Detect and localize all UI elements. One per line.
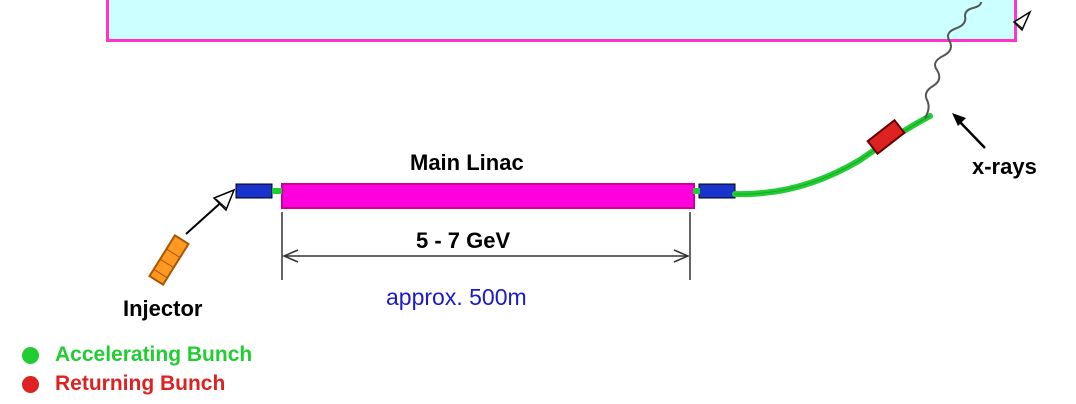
injector-label: Injector	[123, 296, 203, 321]
dimension-arrow-right	[673, 249, 690, 263]
legend-item-accelerating: Accelerating Bunch	[22, 343, 252, 367]
xray-wave	[924, 1, 982, 119]
legend-label-returning: Returning Bunch	[55, 372, 226, 395]
green-dot-icon	[22, 346, 39, 364]
xray-pointer-head	[952, 113, 966, 126]
injector-arrowhead	[212, 188, 236, 212]
distance-label: approx. 500m	[386, 284, 527, 310]
transport-beamline-outline	[734, 115, 931, 195]
left-cavity	[235, 183, 273, 199]
xrays-label: x-rays	[972, 154, 1037, 179]
top-box	[106, 0, 1017, 42]
injector-arrowhead-mark	[215, 198, 227, 209]
left-cavity-link	[272, 188, 282, 194]
main-linac-label: Main Linac	[410, 150, 524, 175]
dimension-arrow-left	[282, 249, 299, 263]
xray-arrowhead	[1012, 10, 1032, 32]
undulator	[866, 118, 906, 156]
legend-item-returning: Returning Bunch	[22, 372, 225, 396]
right-cavity	[698, 183, 736, 199]
main-linac-bar	[281, 183, 695, 209]
legend-label-accelerating: Accelerating Bunch	[55, 343, 253, 366]
injector	[148, 234, 190, 286]
red-dot-icon	[22, 375, 39, 393]
xray-pointer-line	[957, 119, 986, 149]
energy-label: 5 - 7 GeV	[416, 228, 511, 253]
right-cavity-link	[693, 188, 700, 194]
